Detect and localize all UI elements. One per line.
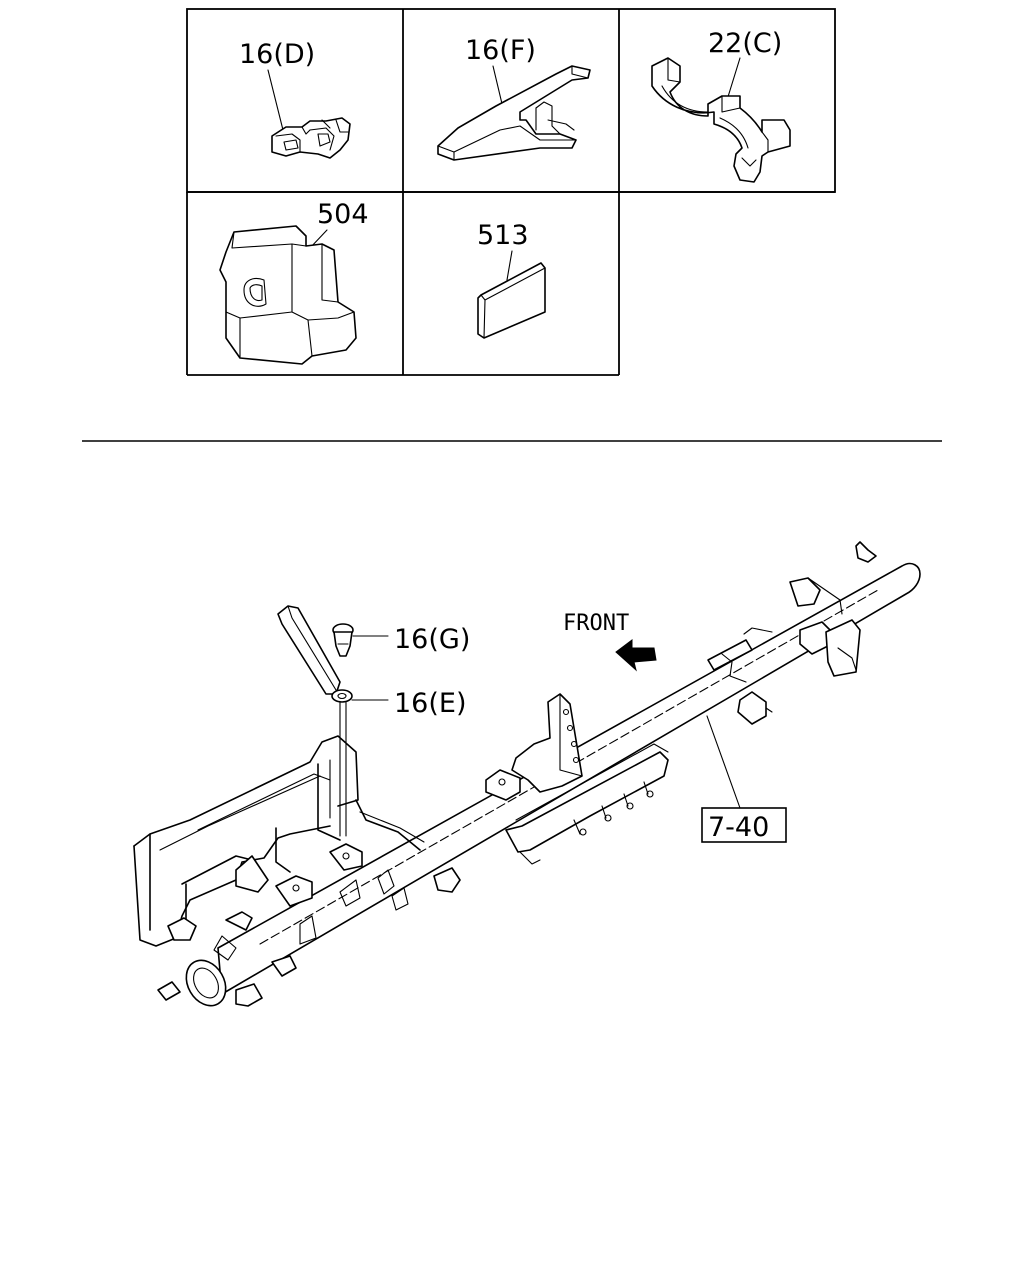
push-rivet-icon: [332, 623, 354, 657]
parts-table: [186, 8, 836, 376]
ref-box-label: 7-40: [708, 812, 769, 843]
callouts: [351, 635, 741, 809]
cell-504: 504: [219, 199, 369, 365]
cell-16f: 16(F): [437, 35, 591, 161]
label-513: 513: [477, 220, 529, 251]
label-16e: 16(E): [394, 688, 466, 719]
cross-member-assembly: [133, 541, 921, 1007]
front-label: FRONT: [563, 611, 629, 636]
bracket-icon: [437, 65, 591, 161]
insulator-pad-icon: [219, 225, 357, 365]
clip-icon: [271, 117, 351, 159]
tape-patch-icon: [477, 262, 546, 339]
label-16g: 16(G): [394, 624, 470, 655]
label-504: 504: [317, 199, 369, 230]
clamp-icon: [651, 57, 791, 183]
hose-assembly: [277, 605, 354, 837]
cell-22c: 22(C): [651, 28, 791, 183]
front-arrow-icon: [615, 639, 657, 672]
label-16d: 16(D): [239, 39, 315, 70]
cell-513: 513: [477, 220, 546, 339]
ref-box-7-40: 7-40: [701, 807, 787, 843]
label-22c: 22(C): [708, 28, 782, 59]
label-16f: 16(F): [465, 35, 536, 66]
cell-16d: 16(D): [239, 39, 351, 159]
